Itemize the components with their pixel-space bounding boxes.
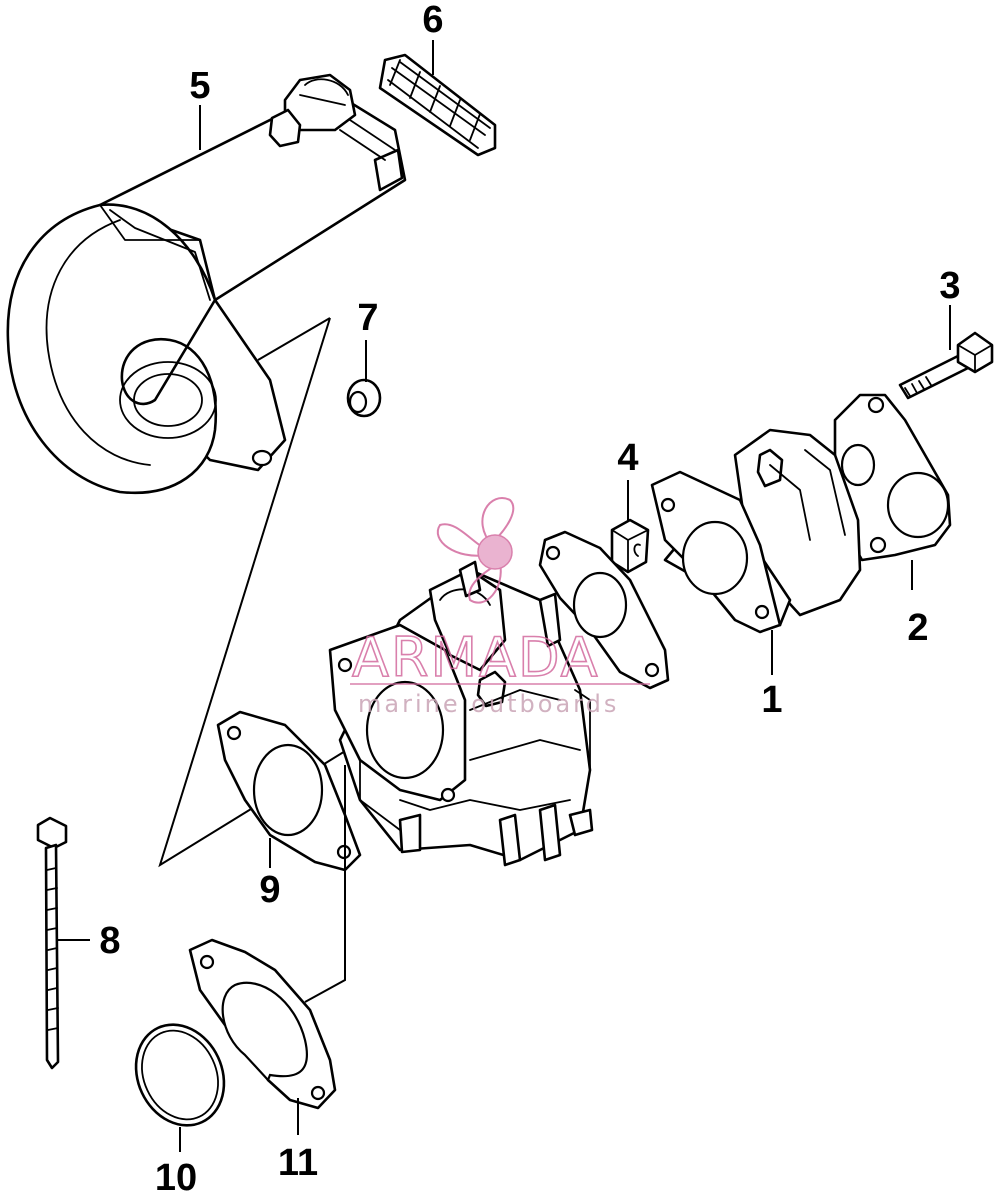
carburetor-flange-gasket bbox=[538, 530, 670, 690]
air-silencer bbox=[6, 73, 407, 495]
callout-10: 10 bbox=[155, 1157, 197, 1195]
watermark: ARMADA marine outboards bbox=[350, 497, 650, 718]
mesh-screen bbox=[378, 53, 497, 157]
bolt bbox=[898, 331, 994, 400]
callout-6: 6 bbox=[422, 0, 443, 41]
callout-9: 9 bbox=[259, 869, 280, 911]
leader-11-link bbox=[304, 765, 346, 1003]
callout-2: 2 bbox=[907, 607, 928, 649]
callout-5: 5 bbox=[189, 65, 210, 107]
propeller-icon bbox=[436, 497, 515, 604]
callout-7: 7 bbox=[357, 297, 378, 339]
watermark-tagline: marine outboards bbox=[358, 690, 619, 718]
callout-4: 4 bbox=[617, 437, 638, 479]
cable-tie bbox=[36, 816, 68, 1070]
small-cap bbox=[610, 518, 650, 574]
grommet bbox=[346, 378, 382, 418]
carburetor bbox=[328, 560, 594, 867]
callout-1: 1 bbox=[761, 679, 782, 721]
watermark-brand: ARMADA bbox=[352, 626, 600, 689]
callout-3: 3 bbox=[939, 265, 960, 307]
plate-gasket bbox=[188, 938, 337, 1110]
callout-11: 11 bbox=[278, 1142, 318, 1184]
silencer-gasket bbox=[216, 710, 362, 872]
manifold-gasket bbox=[833, 393, 952, 562]
callout-8: 8 bbox=[99, 920, 120, 962]
intake-manifold bbox=[650, 428, 862, 634]
o-ring bbox=[134, 1023, 226, 1127]
